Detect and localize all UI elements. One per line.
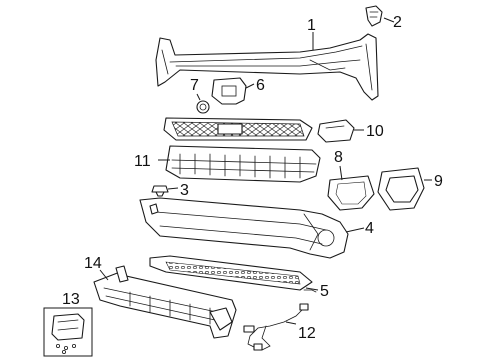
wiring-harness	[243, 303, 309, 351]
side-bracket	[317, 119, 355, 143]
push-clip	[151, 185, 169, 197]
callout-13: 13	[62, 291, 80, 308]
fog-lamp-bezel-outer	[377, 167, 425, 211]
small-bracket	[365, 5, 383, 27]
callout-5: 5	[320, 283, 329, 300]
lower-trim-strip	[149, 255, 317, 293]
callout-labels: 1 2 3 4 5 6 7 8 9 10 11 12 13 14	[62, 14, 443, 342]
callout-12: 12	[298, 325, 316, 342]
callout-2: 2	[393, 14, 402, 31]
callout-14: 14	[84, 255, 102, 272]
lower-fascia	[139, 197, 349, 259]
grille-reinforcement	[165, 145, 321, 183]
callout-8: 8	[334, 149, 343, 166]
callout-4: 4	[365, 220, 374, 237]
sensor	[196, 100, 210, 114]
upper-grille	[163, 117, 313, 141]
fog-lamp-bezel-inner	[327, 175, 375, 211]
sensor-bracket	[211, 77, 247, 105]
callout-7: 7	[190, 77, 199, 94]
callout-10: 10	[366, 123, 384, 140]
leader-lines	[99, 17, 432, 325]
callout-1: 1	[307, 17, 316, 34]
callout-11: 11	[134, 153, 151, 170]
callout-6: 6	[256, 77, 265, 94]
impact-bar	[93, 265, 237, 339]
license-plate-bracket	[43, 307, 93, 357]
upper-fascia-cover	[155, 33, 379, 101]
callout-3: 3	[180, 182, 189, 199]
callout-9: 9	[434, 173, 443, 190]
